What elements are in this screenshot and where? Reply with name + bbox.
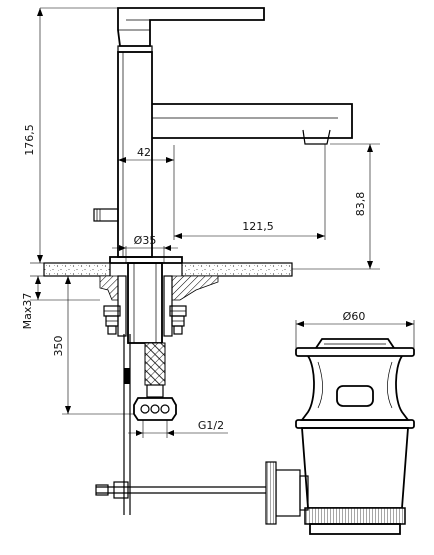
countertop	[43, 262, 293, 277]
hex-nut	[133, 397, 177, 421]
side-knob	[93, 208, 119, 222]
dim-spout-height: 83,8	[354, 192, 367, 217]
dim-hole-diameter: Ø35	[134, 234, 157, 247]
dim-waste-diameter: Ø60	[343, 310, 366, 323]
dim-hose-length: 350	[52, 336, 65, 357]
hose-collar	[124, 368, 130, 384]
supply-hoses	[123, 334, 177, 515]
dim-total-height: 176,5	[23, 124, 36, 156]
lever-handle	[117, 7, 265, 47]
spout	[152, 103, 353, 139]
dim-max-thickness: Max37	[21, 293, 34, 330]
faucet-body	[93, 7, 353, 264]
dim-spout-reach: 121,5	[242, 220, 274, 233]
popup-waste	[95, 338, 415, 535]
dimension-lines	[30, 7, 415, 438]
waste-cap	[315, 338, 395, 349]
dim-body-width: 42	[137, 146, 151, 159]
waste-thread	[304, 507, 406, 525]
dim-thread: G1/2	[198, 419, 224, 432]
waste-body	[300, 355, 410, 421]
overflow-slot	[336, 385, 374, 407]
aerator	[302, 129, 331, 145]
